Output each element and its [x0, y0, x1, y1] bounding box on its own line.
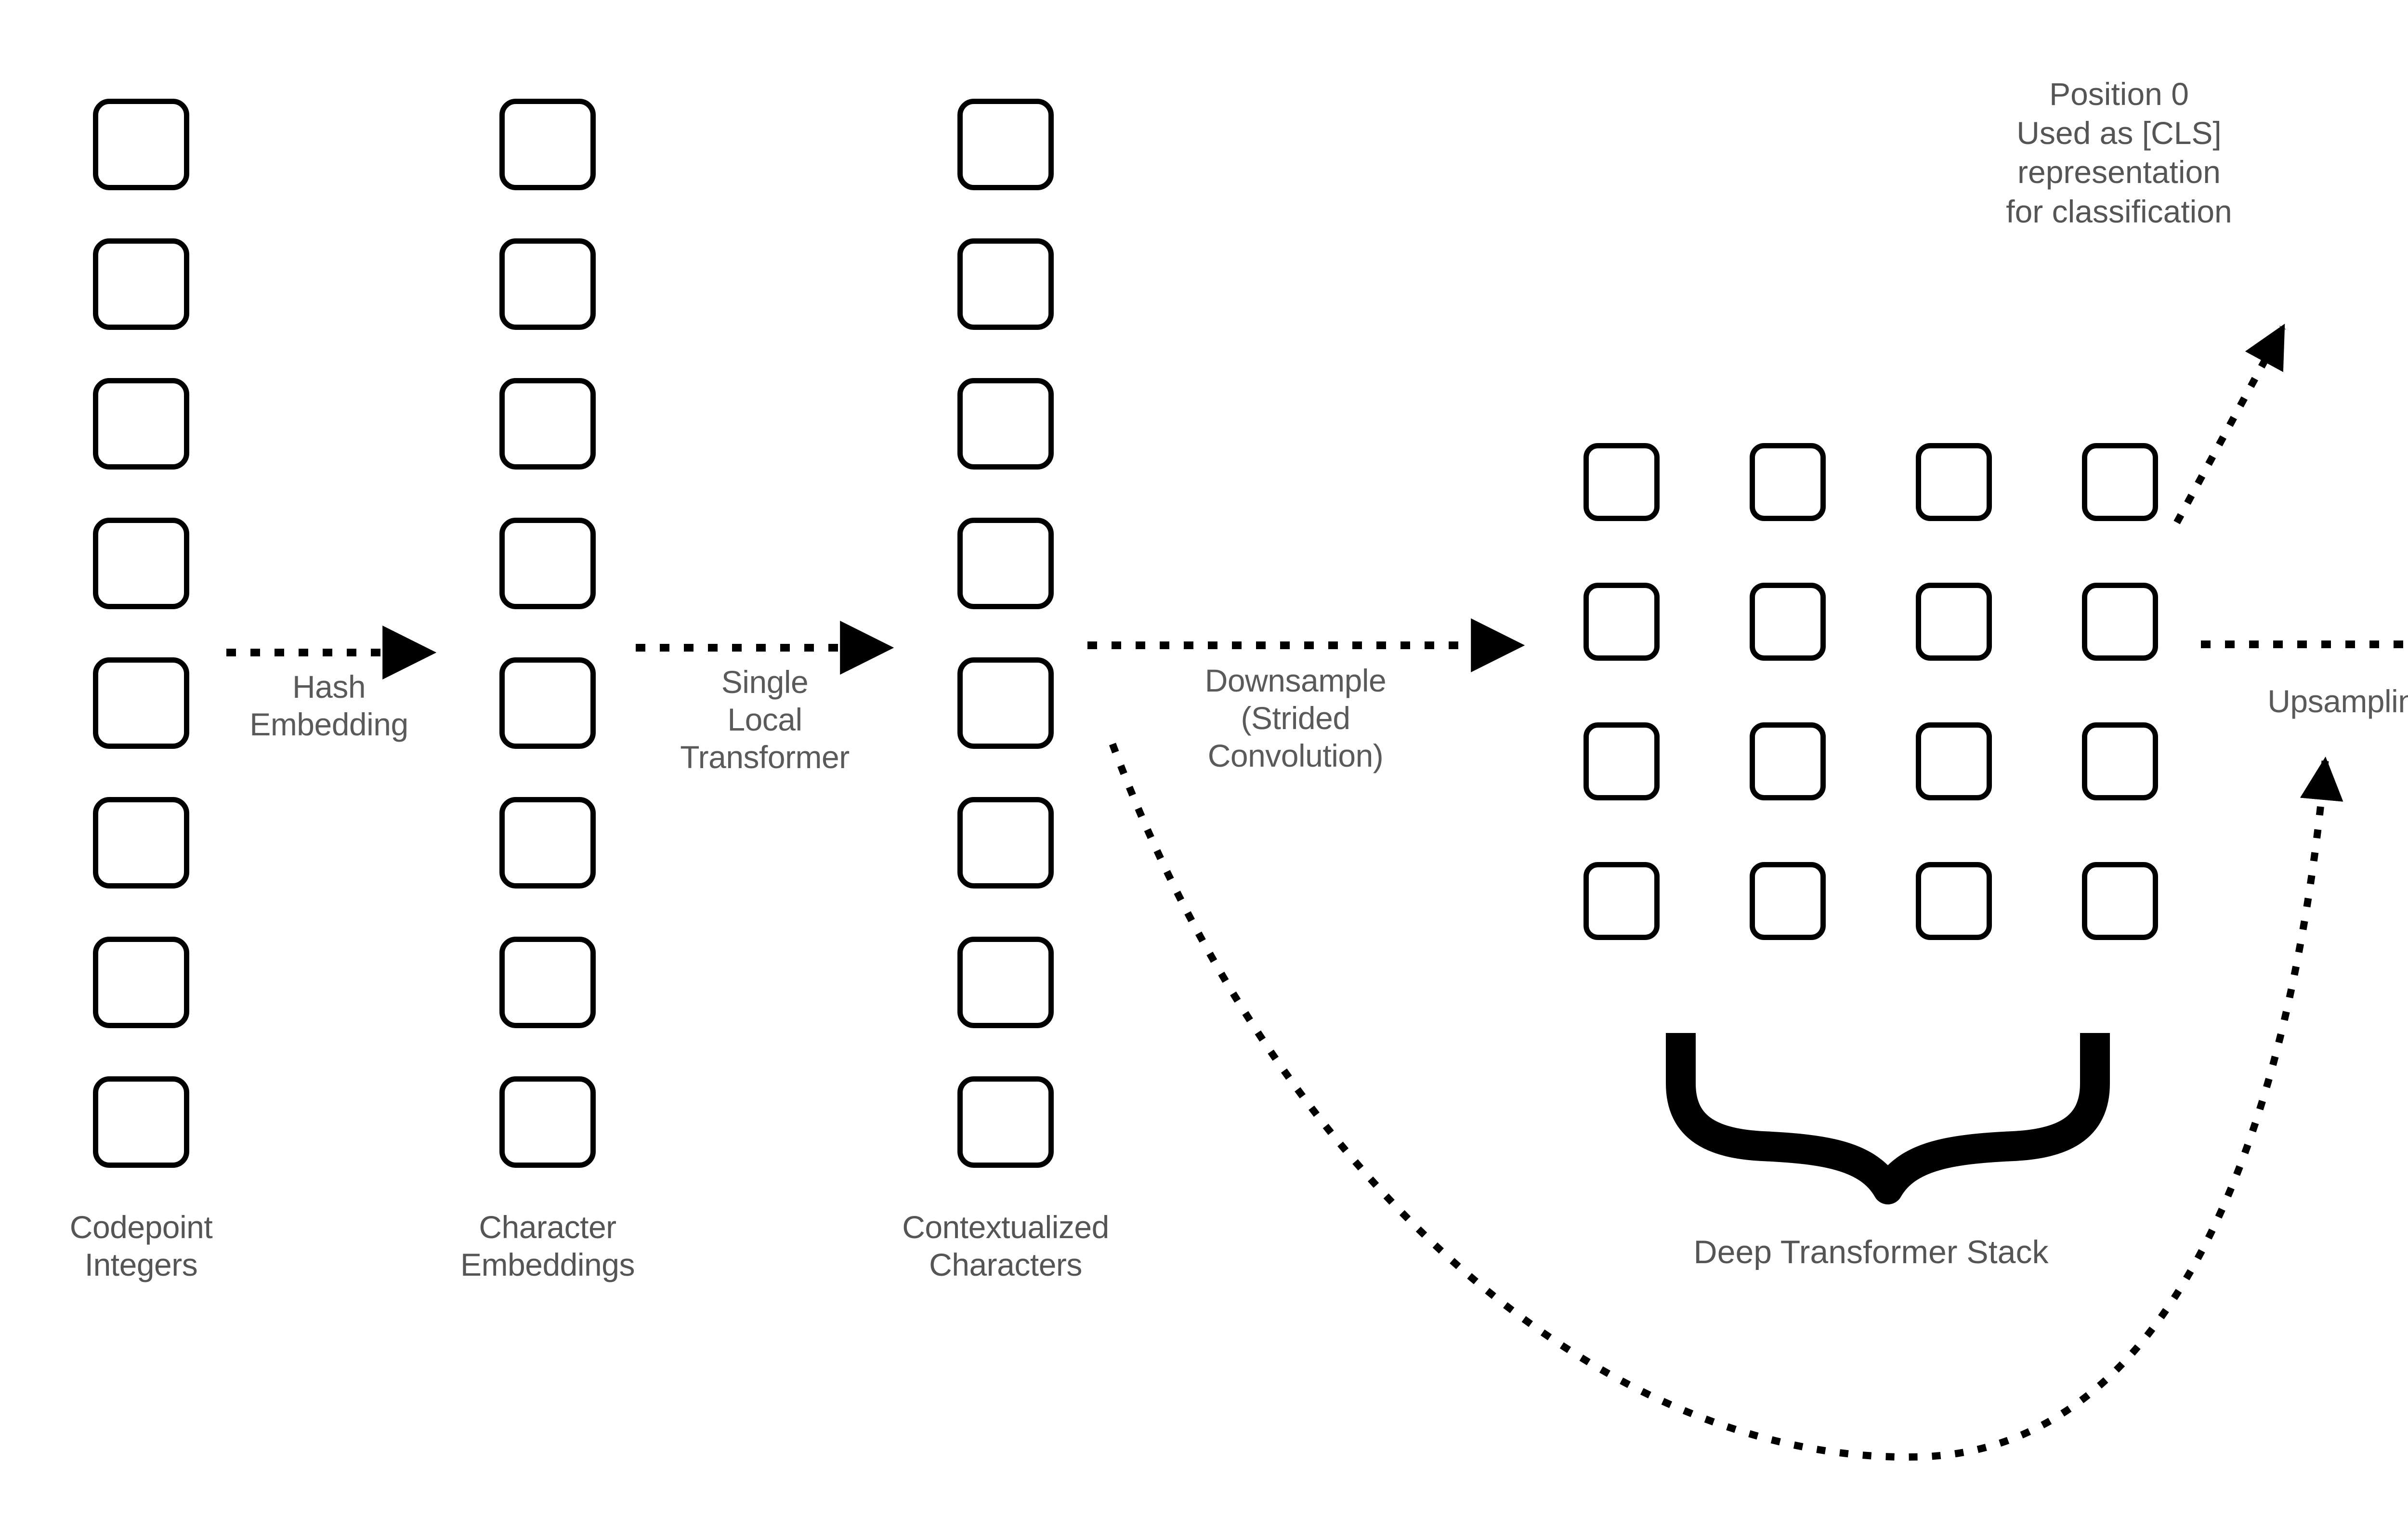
- arrow-cls-pointer: [2173, 324, 2286, 524]
- edge-label-downsample: Downsample (Strided Convolution): [1204, 663, 1387, 773]
- transformer-cell-r3-c2: [1916, 862, 1992, 940]
- transformer-cell-r1-c0: [1584, 583, 1660, 661]
- transformer-cell-r2-c1: [1750, 722, 1826, 800]
- token-box-contextualized-characters-7: [957, 1076, 1054, 1168]
- skip-connection-curve: [1109, 743, 2343, 1461]
- deep-transformer-stack-label: Deep Transformer Stack: [1693, 1234, 2049, 1270]
- token-box-contextualized-characters-4: [957, 657, 1054, 749]
- token-box-codepoint-integers-2: [93, 378, 189, 470]
- token-box-codepoint-integers-5: [93, 797, 189, 889]
- transformer-cell-r2-c0: [1584, 722, 1660, 800]
- token-box-character-embeddings-0: [499, 99, 596, 190]
- transformer-cell-r0-c0: [1584, 443, 1660, 521]
- transformer-cell-r1-c2: [1916, 583, 1992, 661]
- token-box-contextualized-characters-2: [957, 378, 1054, 470]
- transformer-cell-r0-c2: [1916, 443, 1992, 521]
- token-box-codepoint-integers-6: [93, 937, 189, 1028]
- transformer-cell-r3-c0: [1584, 862, 1660, 940]
- transformer-cell-r3-c1: [1750, 862, 1826, 940]
- token-box-contextualized-characters-0: [957, 99, 1054, 190]
- transformer-cell-r2-c2: [1916, 722, 1992, 800]
- transformer-cell-r0-c1: [1750, 443, 1826, 521]
- edge-label-upsampling: Upsampling: [2267, 683, 2408, 719]
- token-box-codepoint-integers-4: [93, 657, 189, 749]
- token-box-character-embeddings-4: [499, 657, 596, 749]
- token-box-character-embeddings-5: [499, 797, 596, 889]
- token-box-codepoint-integers-3: [93, 518, 189, 609]
- token-box-codepoint-integers-7: [93, 1076, 189, 1168]
- token-box-character-embeddings-1: [499, 238, 596, 330]
- cls-annotation-note: Position 0 Used as [CLS] representation …: [2006, 76, 2232, 229]
- token-box-contextualized-characters-3: [957, 518, 1054, 609]
- token-box-contextualized-characters-1: [957, 238, 1054, 330]
- transformer-cell-r1-c1: [1750, 583, 1826, 661]
- transformer-cell-r2-c3: [2082, 722, 2158, 800]
- token-box-codepoint-integers-1: [93, 238, 189, 330]
- token-box-character-embeddings-2: [499, 378, 596, 470]
- column-caption-contextualized-characters: Contextualized Characters: [902, 1209, 1109, 1282]
- transformer-cell-r0-c3: [2082, 443, 2158, 521]
- token-box-character-embeddings-3: [499, 518, 596, 609]
- column-caption-character-embeddings: Character Embeddings: [460, 1209, 635, 1282]
- transformer-cell-r3-c3: [2082, 862, 2158, 940]
- token-box-contextualized-characters-5: [957, 797, 1054, 889]
- edge-label-hash-embedding: Hash Embedding: [249, 669, 408, 742]
- transformer-cell-r1-c3: [2082, 583, 2158, 661]
- curly-brace: [1666, 1033, 2110, 1204]
- token-box-contextualized-characters-6: [957, 937, 1054, 1028]
- token-box-character-embeddings-7: [499, 1076, 596, 1168]
- token-box-codepoint-integers-0: [93, 99, 189, 190]
- edge-label-single-local-transformer: Single Local Transformer: [680, 664, 850, 775]
- token-box-character-embeddings-6: [499, 937, 596, 1028]
- column-caption-codepoint-integers: Codepoint Integers: [69, 1209, 213, 1282]
